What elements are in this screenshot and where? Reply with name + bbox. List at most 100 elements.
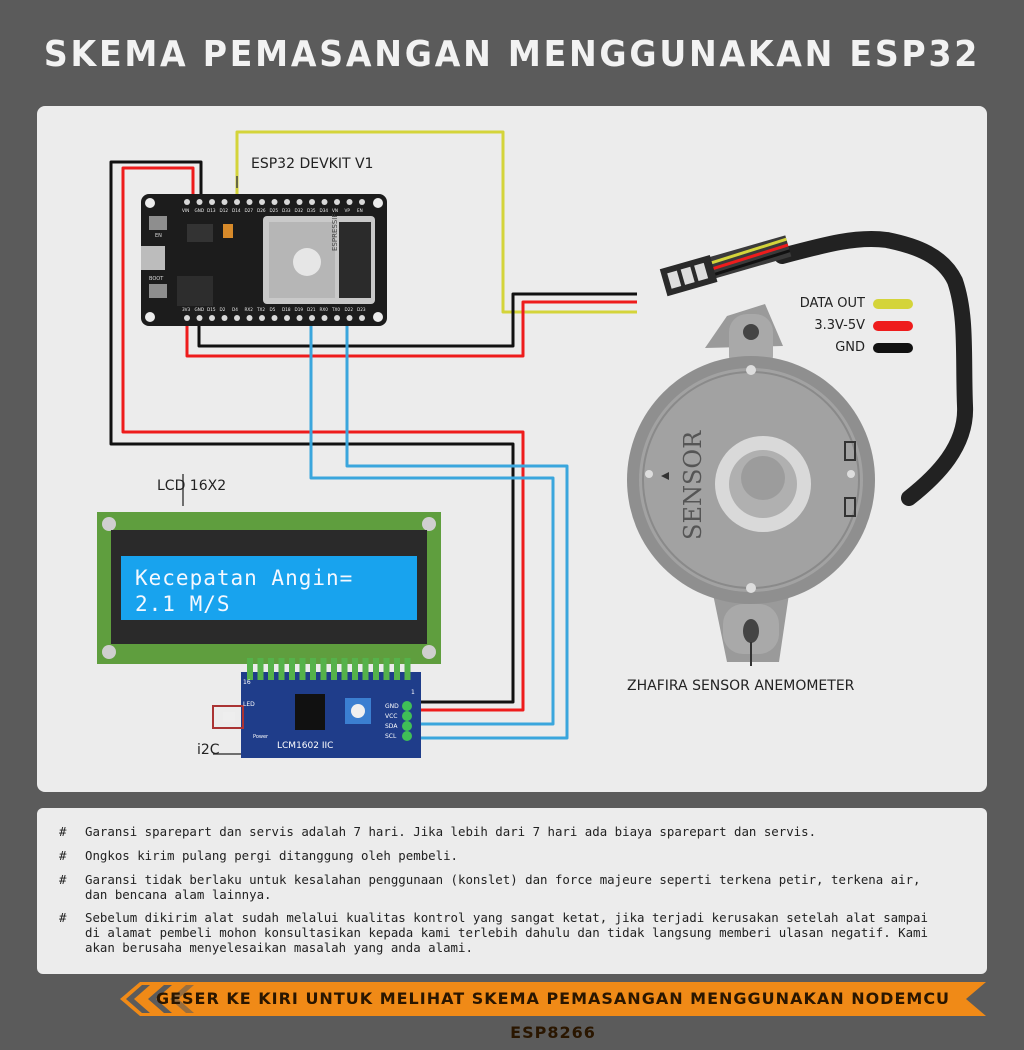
notes-panel: # Garansi sparepart dan servis adalah 7 … (37, 808, 987, 974)
esp-pin-bottom-label: D5 (270, 307, 276, 312)
esp-pin-top (321, 199, 328, 205)
esp-pin-top (259, 199, 265, 205)
esp-pin-bottom-label: D19 (295, 307, 304, 312)
esp-pin-top-label: D12 (220, 208, 229, 213)
i2c-header-pin (404, 658, 411, 680)
note-bullet: # (59, 824, 67, 839)
note-text: Ongkos kirim pulang pergi ditanggung ole… (85, 848, 458, 863)
esp32-label: ESP32 DEVKIT V1 (251, 156, 374, 172)
esp-pin-bottom (196, 315, 203, 321)
legend-label: DATA OUT (799, 296, 865, 311)
esp-pin-bottom-label: D21 (307, 307, 316, 312)
esp-pin-top-label: D33 (282, 208, 291, 213)
page-title: SKEMA PEMASANGAN MENGGUNAKAN ESP32 (43, 34, 981, 75)
sda-wire (309, 316, 555, 726)
i2c-label: i2C (197, 742, 220, 758)
esp-pin-top-label: D27 (245, 208, 254, 213)
esp-pin-top (184, 199, 190, 205)
esp-pin-top-label: D25 (270, 208, 279, 213)
esp-pin-top (334, 199, 340, 205)
esp-pin-bottom-label: TX0 (331, 307, 340, 312)
esp-pin-bottom (246, 315, 253, 321)
i2c-pin-vcc: VCC (385, 713, 397, 720)
note-item: # Garansi sparepart dan servis adalah 7 … (59, 824, 947, 839)
esp-pin-bottom (346, 315, 353, 321)
esp-pin-bottom (296, 315, 303, 321)
esp-pin-top-label: D34 (320, 208, 329, 213)
note-item: # Sebelum dikirim alat sudah melalui kua… (59, 910, 947, 955)
gnd-wire-sensor (197, 292, 637, 348)
swipe-banner[interactable] (120, 982, 986, 1016)
esp-pin-top-label: D32 (295, 208, 304, 213)
i2c-header-pin (341, 658, 348, 680)
esp-pin-top-label: VP (345, 208, 351, 213)
esp-pin-bottom-label: GND (195, 307, 205, 312)
i2c-header-pin (257, 658, 264, 680)
i2c-header-pin (352, 658, 358, 680)
esp-pin-top-label: GND (195, 208, 205, 213)
data-wire (235, 130, 637, 314)
i2c-pin-16: 16 (243, 679, 251, 686)
i2c-header-pin (278, 658, 285, 680)
esp-pin-top-label: VIN (182, 208, 189, 213)
i2c-module: GND VCC SDA SCL 16 1 LED Power LCM1602 I… (212, 658, 421, 758)
lcd-line-2: 2.1 M/S (135, 592, 231, 616)
legend-label: 3.3V-5V (814, 318, 865, 333)
note-text: Garansi sparepart dan servis adalah 7 ha… (85, 824, 817, 839)
chip-text: ESPRESSIF (331, 214, 339, 251)
i2c-header-pin (362, 658, 369, 680)
esp-pin-bottom-label: D4 (232, 307, 238, 312)
i2c-board-label: LCM1602 IIC (277, 741, 333, 751)
esp-pin-top (284, 199, 290, 205)
power-wire-vin (121, 166, 525, 712)
lcd-line-1: Kecepatan Angin= (135, 566, 354, 590)
esp-pin-top-label: VN (332, 208, 338, 213)
esp-pin-bottom-label: TX2 (256, 307, 265, 312)
legend-data-out: DATA OUT (800, 296, 913, 311)
anemometer: SENSOR (627, 230, 974, 666)
scl-wire (345, 316, 569, 740)
esp-pin-top (271, 199, 278, 205)
esp-pin-top-label: D13 (207, 208, 216, 213)
note-item: # Garansi tidak berlaku untuk kesalahan … (59, 872, 947, 902)
i2c-header-pin (310, 658, 316, 680)
esp-pin-top (221, 199, 228, 205)
esp-pin-bottom (309, 315, 315, 321)
esp-pin-bottom (334, 315, 340, 321)
esp-pin-bottom-label: 3V3 (182, 307, 191, 312)
esp-pin-top (309, 199, 315, 205)
esp-pin-bottom (271, 315, 278, 321)
esp-pin-top (246, 199, 253, 205)
esp-pin-bottom-label: D15 (207, 307, 216, 312)
i2c-header-pin (331, 658, 337, 680)
esp-pin-top (346, 199, 353, 205)
esp-pin-bottom (234, 315, 240, 321)
esp-pin-top-label: D35 (307, 208, 316, 213)
esp-pin-bottom (221, 315, 228, 321)
lcd-label: LCD 16X2 (157, 478, 227, 494)
legend-swatch-yellow (873, 298, 913, 309)
lcd-screen-text: Kecepatan Angin= 2.1 M/S (135, 565, 353, 617)
esp-pin-bottom (209, 315, 215, 321)
esp-pin-bottom-label: D2 (220, 307, 226, 312)
note-bullet: # (59, 872, 67, 887)
i2c-header-pin (299, 658, 306, 680)
legend-swatch-black (873, 342, 913, 353)
i2c-power-label: Power (253, 734, 269, 740)
swipe-banner-text: GESER KE KIRI UNTUK MELIHAT SKEMA PEMASA… (155, 989, 951, 1042)
esp-pin-bottom (359, 315, 365, 321)
i2c-header-pin (289, 658, 295, 680)
esp-pin-top (209, 199, 215, 205)
anemometer-label: ZHAFIRA SENSOR ANEMOMETER (627, 678, 855, 694)
esp-pin-bottom-label: D22 (345, 307, 354, 312)
note-text: Sebelum dikirim alat sudah melalui kuali… (85, 910, 928, 955)
esp-pin-top-label: EN (357, 208, 363, 213)
note-text: Garansi tidak berlaku untuk kesalahan pe… (85, 872, 921, 902)
i2c-header-pin (394, 658, 400, 680)
esp-pin-bottom (321, 315, 328, 321)
i2c-header-pin (268, 658, 274, 680)
gnd-wire-top (109, 160, 515, 704)
